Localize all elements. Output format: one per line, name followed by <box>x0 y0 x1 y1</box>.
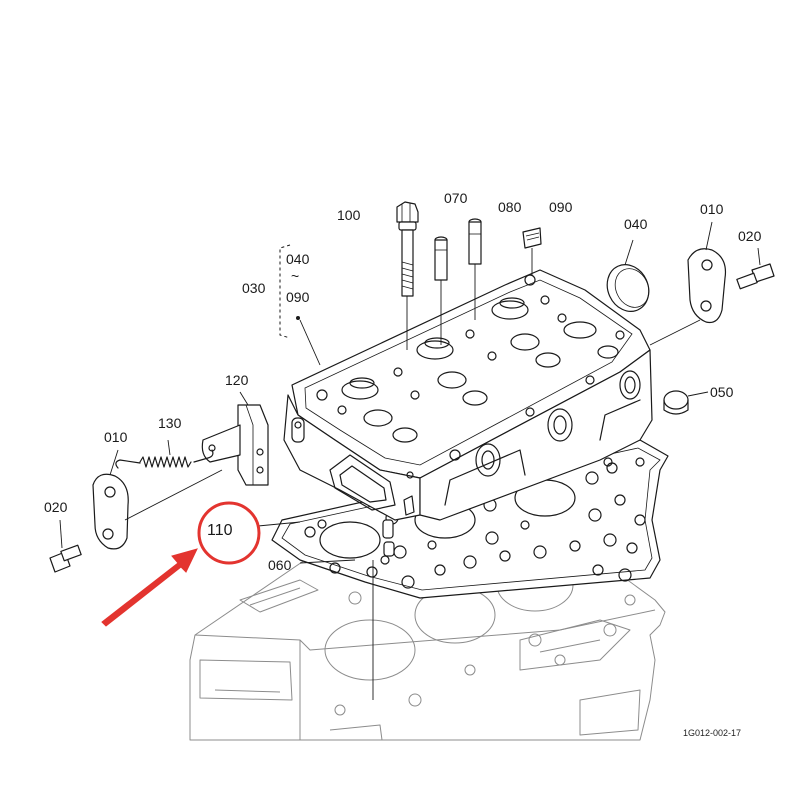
valve-guide-070 <box>434 236 448 345</box>
highlight-arrow <box>101 548 198 627</box>
callout-030: 030 <box>242 280 266 296</box>
highlight-circle <box>197 501 261 565</box>
leader-060 <box>299 559 356 564</box>
callout-030-from: 040 <box>286 251 310 267</box>
highlight-annotation <box>101 501 261 627</box>
callout-120: 120 <box>225 372 249 388</box>
callout-130: 130 <box>158 415 182 431</box>
callout-010-right: 010 <box>700 201 724 217</box>
callout-030-tilde: ~ <box>291 268 299 284</box>
valve-group-bracket <box>279 244 321 366</box>
leader-110 <box>257 521 301 527</box>
callout-020-left: 020 <box>44 499 68 515</box>
bolt-020-right <box>736 247 775 290</box>
callout-030-to: 090 <box>286 289 310 305</box>
callout-010-left: 010 <box>104 429 128 445</box>
lifting-eye-right <box>649 221 727 346</box>
callout-110: 110 <box>207 522 233 539</box>
stop-lever-bracket <box>201 391 269 486</box>
callout-070: 070 <box>444 190 468 206</box>
head-bolt <box>396 201 419 350</box>
callout-020-right: 020 <box>738 228 762 244</box>
stem-seal <box>522 227 542 275</box>
callout-060: 060 <box>268 557 292 573</box>
callout-040: 040 <box>624 216 648 232</box>
cylinder-head <box>283 269 653 557</box>
callout-080: 080 <box>498 199 522 215</box>
tension-spring <box>115 439 214 469</box>
drawing-code: 1G012-002-17 <box>683 728 741 738</box>
callout-labels: 100 070 080 090 040 010 020 030 040 ~ 09… <box>44 190 762 738</box>
valve-guide-080 <box>468 218 482 320</box>
lifting-eye-left <box>92 449 223 550</box>
cup-plug <box>663 390 709 415</box>
callout-090: 090 <box>549 199 573 215</box>
expansion-plug <box>606 239 650 312</box>
callout-100: 100 <box>337 207 361 223</box>
head-gasket <box>271 439 669 599</box>
callout-050: 050 <box>710 384 734 400</box>
bolt-020-left <box>49 519 82 573</box>
